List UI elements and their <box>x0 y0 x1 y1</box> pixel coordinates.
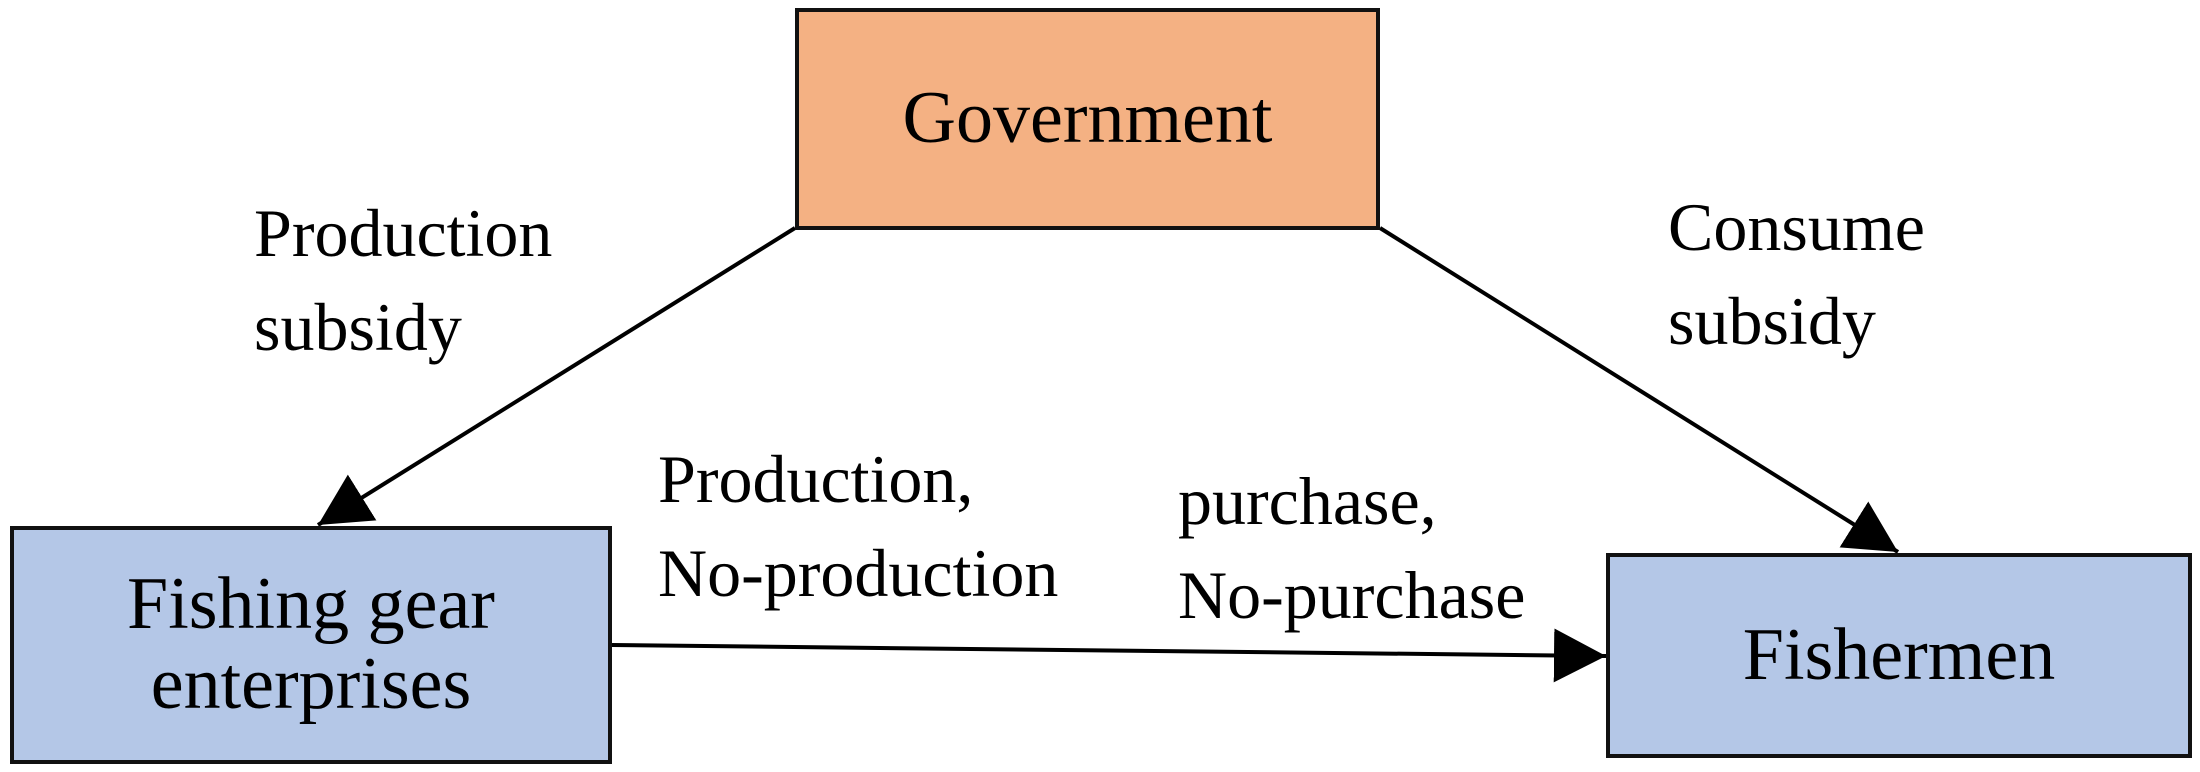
fishing-gear-enterprises-node: Fishing gear enterprises <box>10 526 612 764</box>
purchase-choice-line-2: No-purchase <box>1178 557 1526 633</box>
fishermen-node: Fishermen <box>1606 553 2192 758</box>
consume-subsidy-label: Consume subsidy <box>1668 180 1925 368</box>
arrow-government-to-enterprises <box>316 226 797 527</box>
consume-subsidy-line-1: Consume <box>1668 189 1925 265</box>
government-label: Government <box>902 77 1273 160</box>
purchase-choice-label: purchase, No-purchase <box>1178 454 1525 642</box>
government-node: Government <box>795 8 1380 230</box>
consume-subsidy-line-2: subsidy <box>1668 283 1876 359</box>
fishermen-label: Fishermen <box>1742 613 2056 696</box>
enterprises-label-line-1: Fishing gear <box>127 563 495 646</box>
production-subsidy-line-2: subsidy <box>254 289 462 365</box>
production-choice-line-2: No-production <box>658 535 1059 611</box>
purchase-choice-line-1: purchase, <box>1178 463 1437 539</box>
enterprises-label: Fishing gear enterprises <box>127 563 495 725</box>
production-subsidy-line-1: Production <box>254 195 553 271</box>
production-choice-label: Production, No-production <box>658 432 1058 620</box>
arrow-government-to-fishermen <box>1378 226 1900 554</box>
production-choice-line-1: Production, <box>658 441 974 517</box>
production-subsidy-label: Production subsidy <box>254 186 552 374</box>
arrow-enterprises-to-fishermen <box>611 628 1607 683</box>
enterprises-label-line-2: enterprises <box>150 643 472 725</box>
